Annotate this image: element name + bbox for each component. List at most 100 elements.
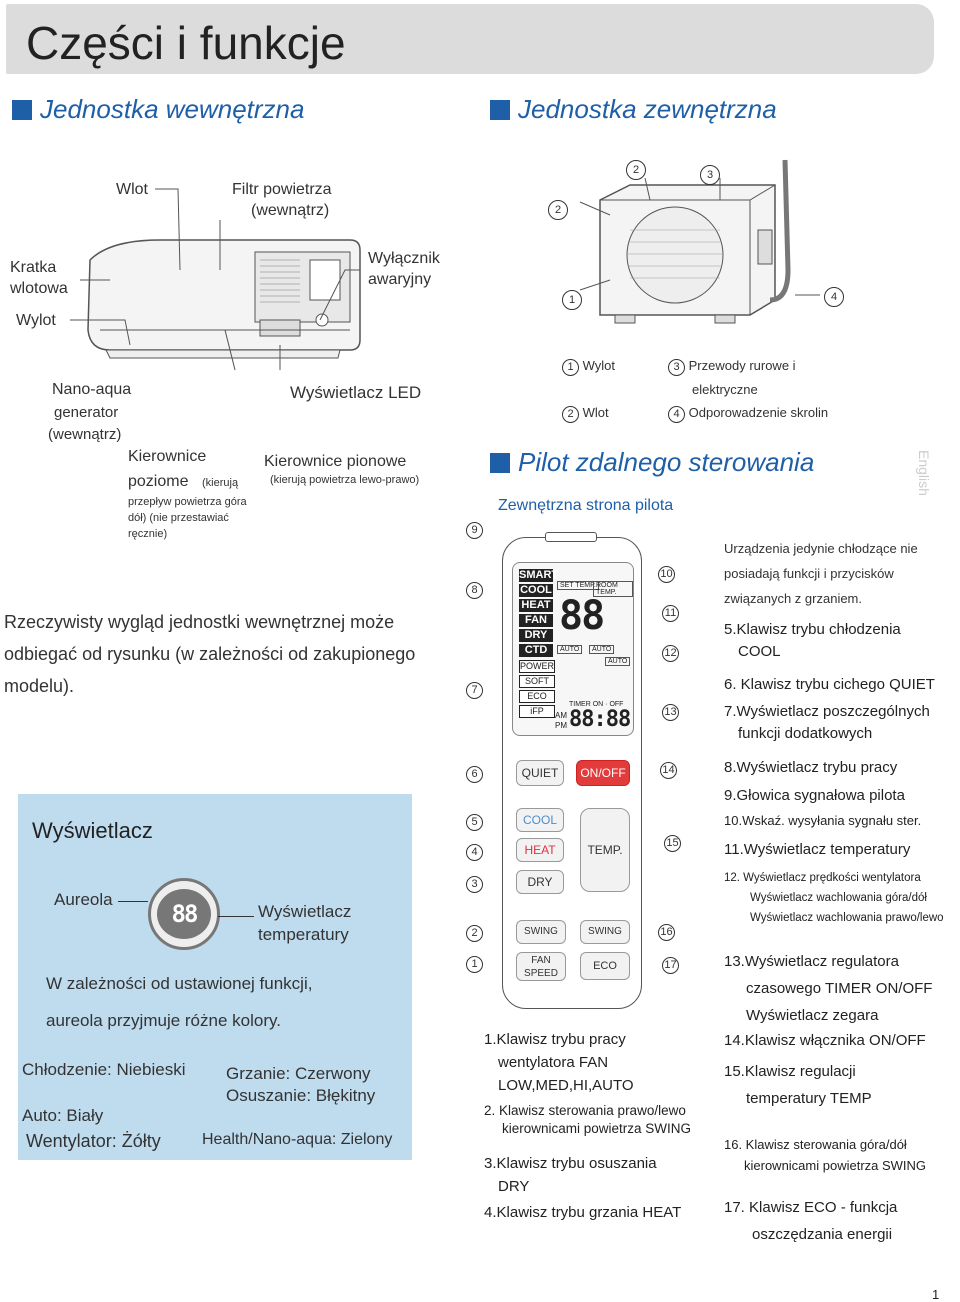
aureola-desc-2: aureola przyjmuje różne kolory. bbox=[46, 1011, 281, 1030]
label-kierownice-poziome-2: poziome bbox=[128, 473, 189, 490]
swing-ud-button[interactable]: SWING bbox=[580, 920, 630, 944]
fan-speed-button[interactable]: FAN SPEED bbox=[516, 952, 566, 981]
dry-button[interactable]: DRY bbox=[516, 870, 564, 894]
label-led: Wyświetlacz LED bbox=[290, 383, 422, 402]
outdoor-legend-4: 4 Odporowadzenie skrolin bbox=[668, 405, 828, 423]
lcd-pm: PM bbox=[555, 721, 567, 730]
callout-3: 3 bbox=[700, 165, 720, 185]
label-kierownice-pionowe-2: (kierują powietrza lewo-prawo) bbox=[270, 474, 420, 486]
remote-callout-12: 12 bbox=[662, 645, 679, 662]
cool-button[interactable]: COOL bbox=[516, 808, 564, 832]
remote-outer-label: Zewnętrzna strona pilota bbox=[498, 497, 674, 514]
lcd-mode-heat: HEAT bbox=[519, 599, 553, 612]
square-bullet-icon bbox=[490, 100, 510, 120]
note-8: 8.Wyświetlacz trybu pracy bbox=[724, 759, 898, 776]
lcd-timer: TIMER ON · OFF bbox=[569, 701, 624, 708]
remote-lcd: SMART COOL HEAT FAN DRY CTD POWER SOFT E… bbox=[512, 562, 634, 736]
aureola-digits: 88 bbox=[157, 889, 211, 939]
aureola-desc-1: W zależności od ustawionej funkcji, bbox=[46, 974, 313, 993]
lcd-eco: ECO bbox=[519, 690, 555, 703]
swing-lr-button[interactable]: SWING bbox=[516, 920, 566, 944]
remote-callout-14: 14 bbox=[660, 762, 677, 779]
remote-callout-2: 2 bbox=[466, 925, 483, 942]
aureola-leader bbox=[118, 901, 148, 902]
label-wlot: Wlot bbox=[116, 181, 148, 198]
square-bullet-icon bbox=[12, 100, 32, 120]
remote-callout-5: 5 bbox=[466, 814, 483, 831]
remote-callout-6: 6 bbox=[466, 766, 483, 783]
label-kratka-sub: wlotowa bbox=[10, 280, 68, 297]
label-kierownice-poziome: Kierownice bbox=[128, 448, 207, 465]
outdoor-leader-lines bbox=[579, 177, 820, 296]
color-fan: Wentylator: Żółty bbox=[26, 1131, 161, 1151]
note-14: 14.Klawisz włącznika ON/OFF bbox=[724, 1032, 926, 1049]
lcd-mode-smart: SMART bbox=[519, 569, 559, 582]
appearance-note: Rzeczywisty wygląd jednostki wewnętrznej… bbox=[4, 612, 416, 696]
lcd-mode-dry: DRY bbox=[519, 629, 553, 642]
heat-button[interactable]: HEAT bbox=[516, 838, 564, 862]
aureola-ring: 88 bbox=[148, 878, 220, 950]
remote-callout-15: 15 bbox=[664, 835, 681, 852]
page-title: Części i funkcje bbox=[26, 17, 346, 69]
remote-callout-1: 1 bbox=[466, 956, 483, 973]
lcd-mode-ctd: CTD bbox=[519, 644, 553, 657]
callout-1: 1 bbox=[562, 290, 582, 310]
note-9: 9.Głowica sygnałowa pilota bbox=[724, 787, 905, 804]
remote-callout-10: 10 bbox=[658, 566, 675, 583]
page-number: 1 bbox=[932, 1287, 940, 1302]
note-6: 6. Klawisz trybu cichego QUIET bbox=[724, 676, 935, 693]
label-kierownice-poziome-6: ręcznie) bbox=[128, 528, 168, 540]
section-indoor: Jednostka wewnętrzna bbox=[12, 94, 304, 125]
remote-callout-4: 4 bbox=[466, 844, 483, 861]
label-kierownice-poziome-3: (kierują bbox=[202, 477, 239, 489]
display-panel-title: Wyświetlacz bbox=[32, 818, 153, 843]
label-kierownice-poziome-5: dół) (nie przestawiać bbox=[128, 512, 229, 524]
label-kierownice-pionowe: Kierownice pionowe bbox=[264, 453, 407, 470]
indoor-unit-illustration bbox=[87, 239, 361, 359]
remote-callout-9: 9 bbox=[466, 522, 483, 539]
english-tab: English bbox=[916, 450, 932, 496]
outdoor-legend-1: 1 Wylot bbox=[562, 358, 615, 376]
outdoor-legend-3: 3 Przewody rurowe i bbox=[668, 358, 796, 376]
temp-button[interactable]: TEMP. bbox=[580, 808, 630, 892]
color-health: Health/Nano-aqua: Zielony bbox=[202, 1131, 393, 1148]
label-filtr: Filtr powietrza bbox=[232, 181, 332, 198]
label-wylacznik: Wyłącznik bbox=[368, 250, 440, 267]
callout-2b: 2 bbox=[548, 200, 568, 220]
remote-callout-13: 13 bbox=[662, 704, 679, 721]
section-remote: Pilot zdalnego sterowania bbox=[490, 447, 814, 478]
section-outdoor: Jednostka zewnętrzna bbox=[490, 94, 777, 125]
signal-head bbox=[545, 532, 597, 542]
remote-callout-16: 16 bbox=[658, 924, 675, 941]
remote-callout-8: 8 bbox=[466, 582, 483, 599]
lcd-mode-cool: COOL bbox=[519, 584, 553, 597]
lcd-power: POWER bbox=[519, 660, 555, 673]
onoff-button[interactable]: ON/OFF bbox=[576, 760, 630, 786]
indoor-leader-lines bbox=[70, 188, 360, 371]
note-4: 4.Klawisz trybu grzania HEAT bbox=[484, 1204, 682, 1221]
quiet-button[interactable]: QUIET bbox=[516, 760, 564, 786]
title-bar: Części i funkcje bbox=[6, 4, 934, 74]
lcd-auto-2: AUTO bbox=[589, 645, 615, 654]
note-11: 11.Wyświetlacz temperatury bbox=[724, 841, 911, 858]
color-drying: Osuszanie: Błękitny bbox=[226, 1086, 376, 1105]
label-filtr-sub: (wewnątrz) bbox=[251, 202, 330, 219]
square-bullet-icon bbox=[490, 453, 510, 473]
remote-callout-7: 7 bbox=[466, 682, 483, 699]
label-wylot: Wylot bbox=[16, 312, 56, 329]
eco-button[interactable]: ECO bbox=[580, 952, 630, 980]
callout-2: 2 bbox=[626, 160, 646, 180]
label-kratka: Kratka bbox=[10, 259, 57, 276]
color-auto: Auto: Biały bbox=[22, 1106, 104, 1125]
